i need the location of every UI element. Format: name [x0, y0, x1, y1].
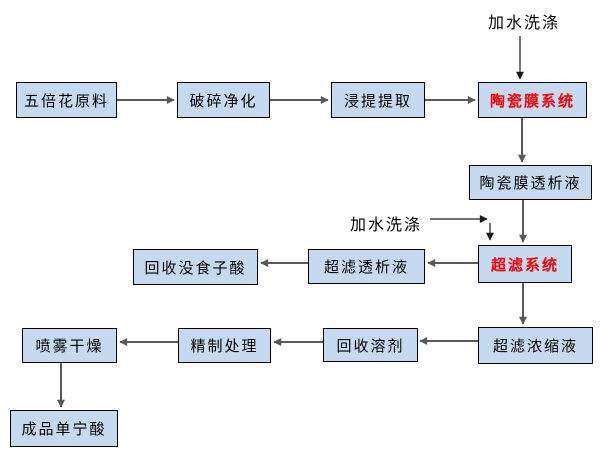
node-recover-solvent: 回收溶剂 [323, 328, 418, 362]
label-add-water-wash-top: 加水洗涤 [488, 15, 561, 32]
node-ceramic-dialysate: 陶瓷膜透析液 [469, 165, 592, 200]
label-add-water-wash-mid: 加水洗涤 [350, 217, 423, 234]
node-recover-gallic-acid: 回收没食子酸 [133, 249, 258, 285]
node-raw-material: 五倍花原料 [16, 82, 117, 118]
node-crush-purify: 破碎净化 [177, 82, 270, 118]
node-spray-drying: 喷雾干燥 [22, 328, 117, 363]
node-ceramic-membrane-system: 陶瓷膜系统 [478, 82, 587, 118]
node-leach-extract: 浸提提取 [331, 82, 425, 118]
node-uf-system: 超滤系统 [478, 245, 572, 283]
node-refining: 精制处理 [178, 328, 271, 363]
node-uf-dialysate: 超滤透析液 [308, 249, 425, 284]
node-uf-concentrate: 超滤浓缩液 [478, 327, 593, 364]
node-final-tannic-acid: 成品单宁酸 [10, 410, 118, 447]
